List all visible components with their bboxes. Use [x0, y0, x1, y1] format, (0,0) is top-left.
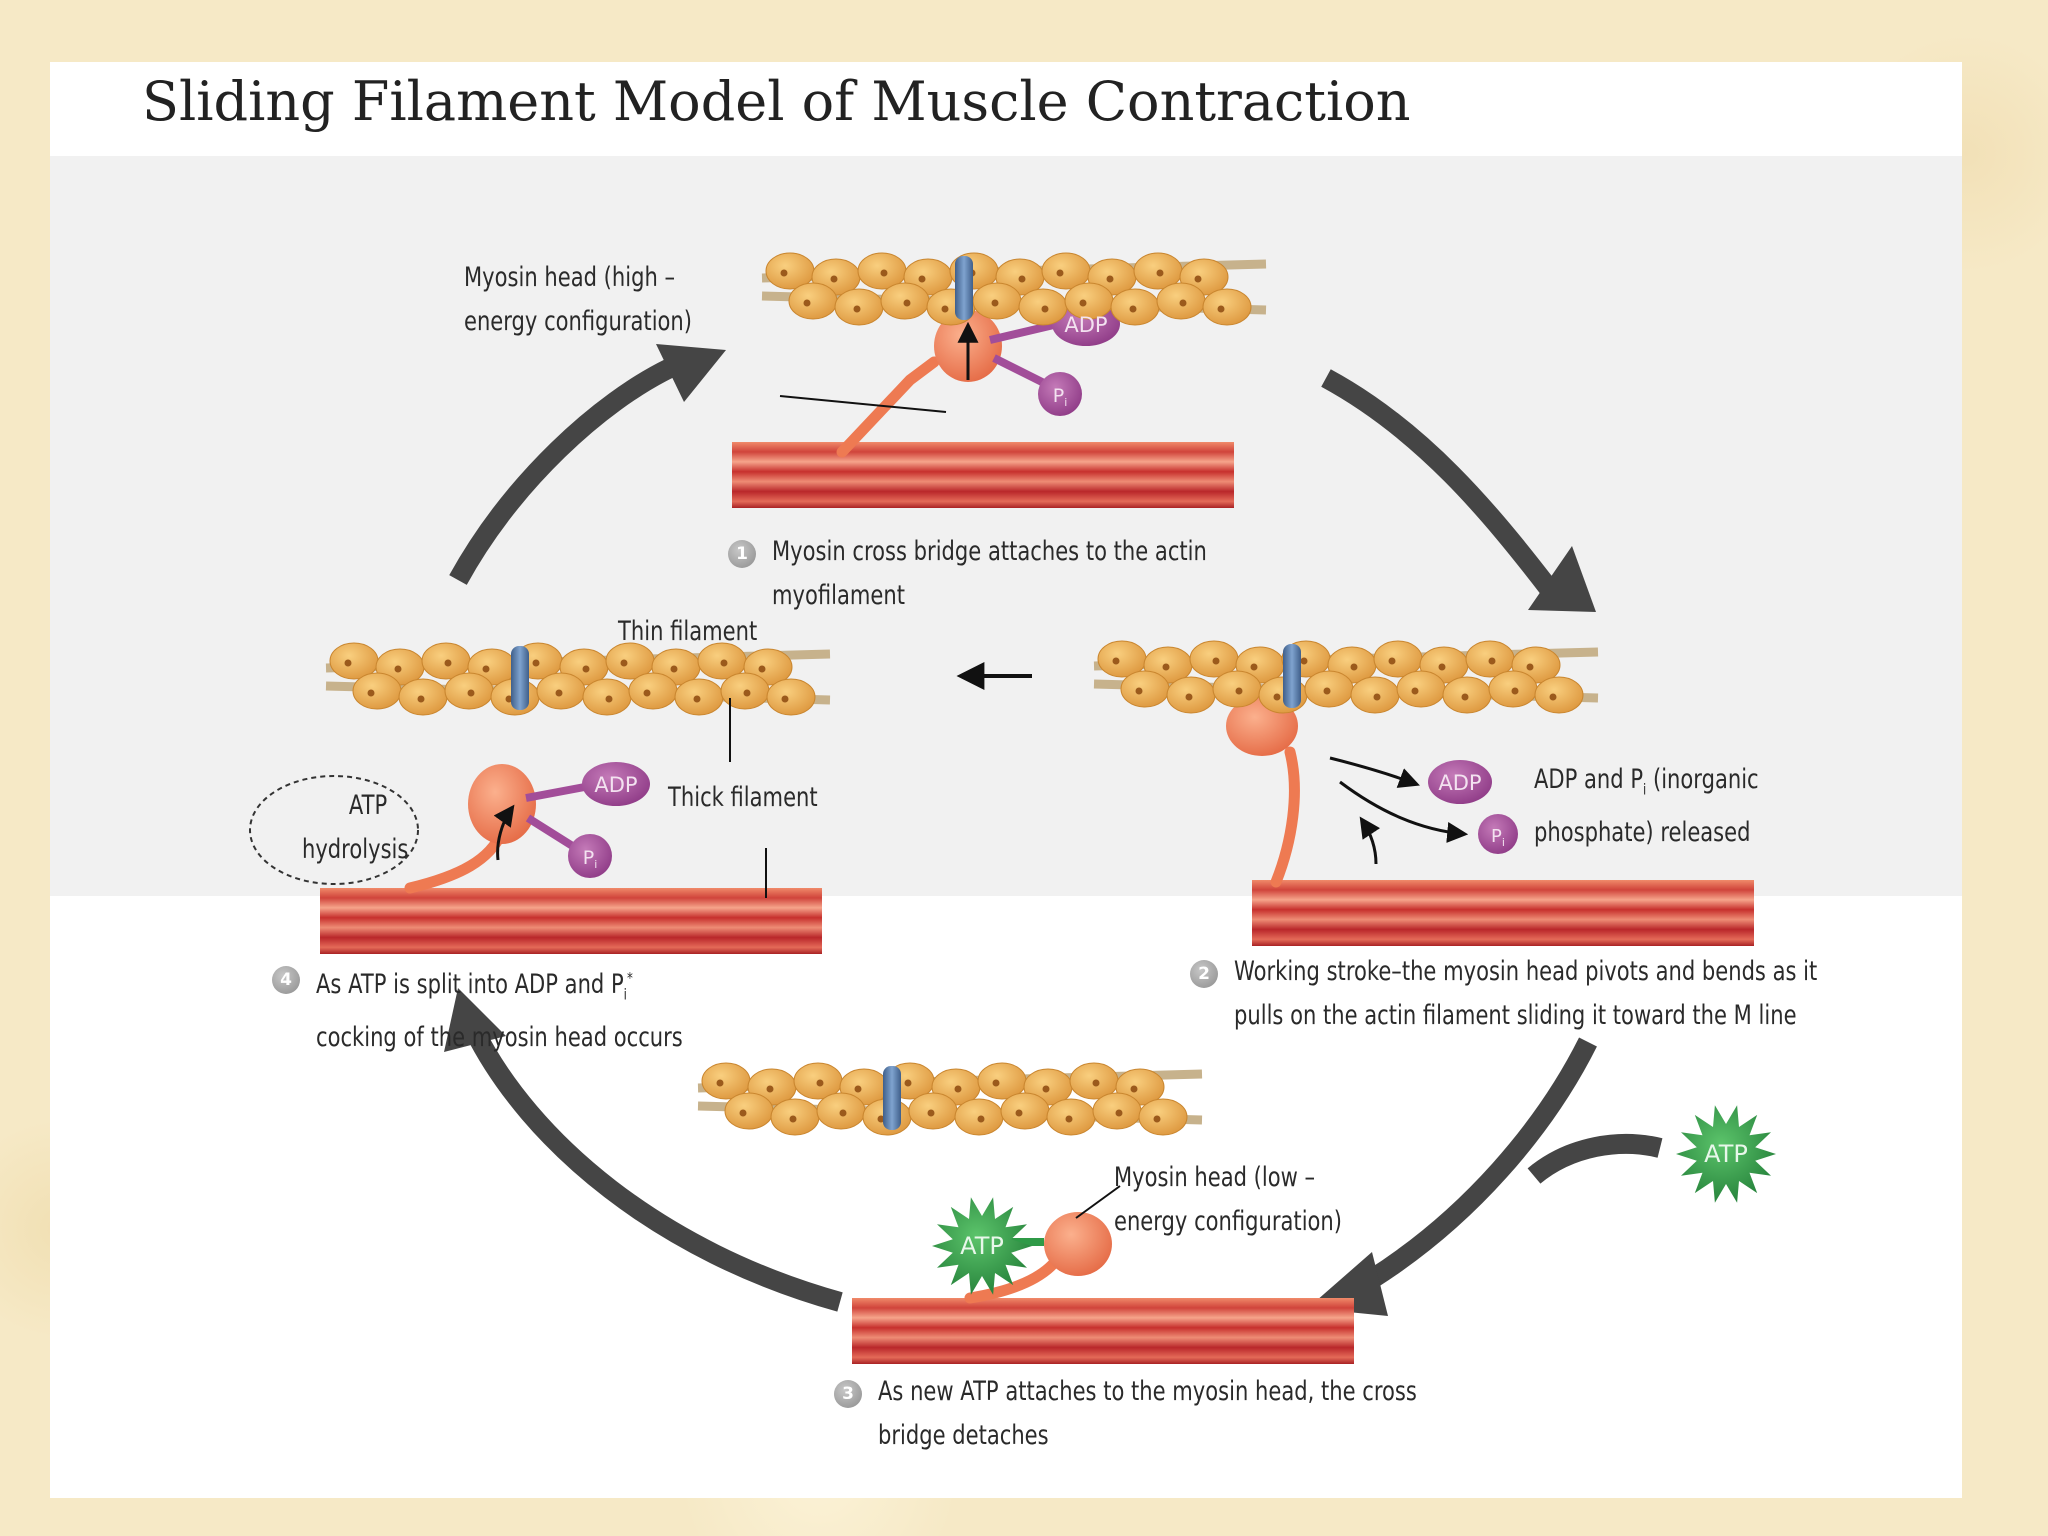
atp-text-incoming: ATP [1704, 1140, 1748, 1168]
step-1-badge: 1 [728, 540, 756, 568]
atp-text-3: ATP [960, 1232, 1004, 1260]
label-thick-filament: Thick filament [668, 782, 818, 813]
atp-burst-3 [932, 1197, 1032, 1295]
cycle-arrow-1-to-2 [1321, 369, 1558, 597]
step-4-badge: 4 [272, 966, 300, 994]
thick-filament-3 [852, 1298, 1354, 1364]
callout-myosin-head-high [779, 395, 947, 413]
cycle-arrow-3-to-4 [465, 1025, 843, 1312]
label-thin-filament: Thin filament [618, 616, 758, 647]
label-myosin-head-low: Myosin head (low –energy configuration) [1114, 1162, 1342, 1237]
step-3-badge: 3 [834, 1380, 862, 1408]
thin-filament-3 [697, 1062, 1203, 1136]
step-4-caption: As ATP is split into ADP and Pi*cocking … [316, 969, 683, 1054]
thin-filament-4 [325, 642, 831, 716]
thick-filament-2 [1252, 880, 1754, 946]
pi-molecule-4 [568, 834, 612, 878]
adp-molecule-2 [1428, 760, 1492, 804]
cycle-arrow-head [1528, 546, 1596, 612]
adp-text-4: ADP [594, 773, 637, 797]
adp-linker-4 [525, 782, 591, 802]
adp-text-2: ADP [1438, 771, 1481, 795]
pi-text-1: Pi [1053, 385, 1068, 409]
diagram-panel: Sliding Filament Model of Muscle Contrac… [50, 62, 1962, 1498]
myosin-neck-2 [1270, 746, 1300, 888]
page-title: Sliding Filament Model of Muscle Contrac… [142, 70, 1411, 133]
cycle-arrow-2-to-3 [1348, 1037, 1597, 1299]
atp-hydrolysis-outline [249, 775, 419, 885]
step-3-caption: As new ATP attaches to the myosin head, … [878, 1376, 1417, 1451]
pi-molecule-2 [1478, 814, 1518, 854]
atp-burst-incoming [1676, 1105, 1776, 1203]
adp-molecule-4 [582, 762, 650, 806]
thick-filament-4 [320, 888, 822, 954]
cycle-arrows [444, 344, 1663, 1316]
thin-filaments [325, 252, 1599, 1136]
cycle-arrow-atp-branch [1527, 1133, 1663, 1184]
step-1-caption: Myosin cross bridge attaches to the acti… [772, 536, 1207, 611]
callout-myosin-head-low [1075, 1185, 1121, 1219]
cycle-arrow-head [656, 344, 726, 402]
cycle-arrow-head [444, 988, 506, 1052]
adp-linker-1 [989, 320, 1059, 344]
thin-filament-2 [1093, 640, 1599, 714]
label-myosin-head-high: Myosin head (high –energy configuration) [464, 262, 692, 337]
myosin-neck-1 [836, 356, 940, 458]
cocking-arrow-4 [493, 804, 515, 861]
thick-filament-1 [732, 442, 1234, 508]
release-arrow-pi [1339, 780, 1469, 843]
thin-filament-1 [761, 252, 1267, 326]
cycle-arrow-4-to-1 [449, 359, 675, 585]
pi-molecule-1 [1038, 372, 1082, 416]
sliding-filament-diagram: ADP Pi ADP Pi ADP Pi ATP ATP [249, 252, 1776, 1364]
adp-text-1: ADP [1064, 313, 1107, 337]
myosin-head-3 [1044, 1212, 1112, 1276]
stroke-arrow-2 [1359, 816, 1381, 865]
pi-text-4: Pi [583, 847, 598, 871]
step-2-badge: 2 [1190, 960, 1218, 988]
step-2-caption: Working stroke–the myosin head pivots an… [1234, 956, 1818, 1031]
myosin-head-4 [468, 764, 536, 844]
pi-text-2: Pi [1491, 826, 1505, 849]
release-arrow-adp [1329, 756, 1420, 788]
